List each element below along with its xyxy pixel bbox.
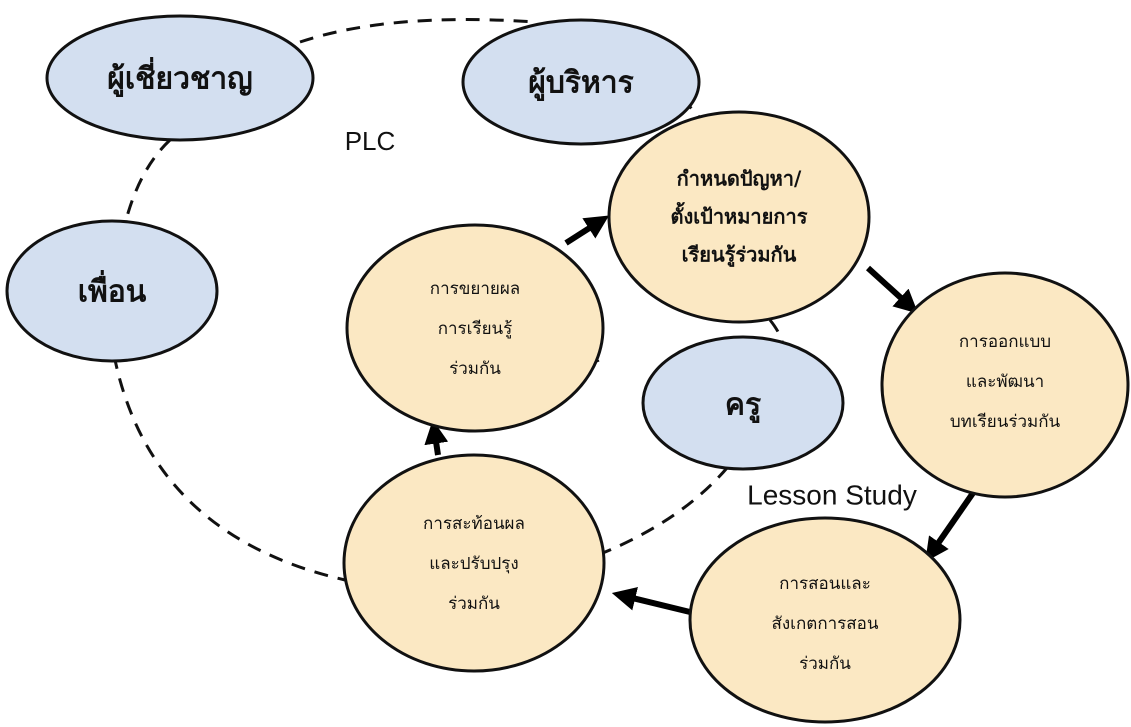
- node-define-shape: [607, 110, 871, 324]
- node-teach-line-1: การสอนและ: [779, 574, 871, 594]
- node-teacher-label: ครู: [725, 388, 761, 424]
- node-friend-shape: [5, 219, 219, 363]
- node-teacher-shape: [641, 335, 845, 471]
- node-reflect-line-1: การสะท้อนผล: [423, 514, 525, 534]
- node-design: การออกแบบ และพัฒนา บทเรียนร่วมกัน: [880, 271, 1130, 499]
- arrow-define-to-design: [865, 265, 919, 314]
- node-admin-label: ผู้บริหาร: [528, 66, 633, 102]
- arrow-teach-to-reflect: [611, 587, 691, 615]
- plc-label: PLC: [345, 126, 396, 156]
- node-define-line-1: กำหนดปัญหา/: [677, 167, 802, 191]
- node-design-line-1: การออกแบบ: [959, 332, 1051, 352]
- node-reflect-line-2: และปรับปรุง: [429, 554, 518, 574]
- node-friend: เพื่อน: [5, 219, 219, 363]
- lesson-study-label: Lesson Study: [747, 479, 917, 510]
- node-teach-line-3: ร่วมกัน: [799, 654, 851, 674]
- node-expert: ผู้เชี่ยวชาญ: [45, 14, 315, 142]
- node-expand-line-1: การขยายผล: [430, 279, 520, 299]
- node-design-shape: [880, 271, 1130, 499]
- node-expand-line-2: การเรียนรู้: [438, 319, 513, 339]
- node-teacher: ครู: [641, 335, 845, 471]
- node-design-line-3: บทเรียนร่วมกัน: [950, 412, 1061, 432]
- node-friend-label: เพื่อน: [78, 270, 147, 310]
- node-teach-shape: [688, 516, 962, 724]
- node-reflect-shape: [342, 453, 606, 673]
- arrow-reflect-to-expand: [424, 419, 449, 456]
- node-define-line-3: เรียนรู้ร่วมกัน: [682, 243, 797, 269]
- node-define: กำหนดปัญหา/ ตั้งเป้าหมายการ เรียนรู้ร่วม…: [607, 110, 871, 324]
- arrow-expand-to-define: [564, 215, 610, 246]
- node-expert-shape: [45, 14, 315, 142]
- node-reflect-line-3: ร่วมกัน: [448, 594, 500, 614]
- node-teach: การสอนและ สังเกตการสอน ร่วมกัน: [688, 516, 962, 724]
- node-expand-line-3: ร่วมกัน: [449, 359, 501, 379]
- node-define-line-2: ตั้งเป้าหมายการ: [671, 202, 808, 229]
- node-reflect: การสะท้อนผล และปรับปรุง ร่วมกัน: [342, 453, 606, 673]
- node-admin: ผู้บริหาร: [461, 18, 701, 146]
- node-design-line-2: และพัฒนา: [966, 372, 1044, 392]
- node-expert-label: ผู้เชี่ยวชาญ: [107, 57, 252, 98]
- node-expand: การขยายผล การเรียนรู้ ร่วมกัน: [345, 223, 605, 433]
- node-admin-shape: [461, 18, 701, 146]
- node-expand-shape: [345, 223, 605, 433]
- node-teach-line-2: สังเกตการสอน: [772, 614, 879, 634]
